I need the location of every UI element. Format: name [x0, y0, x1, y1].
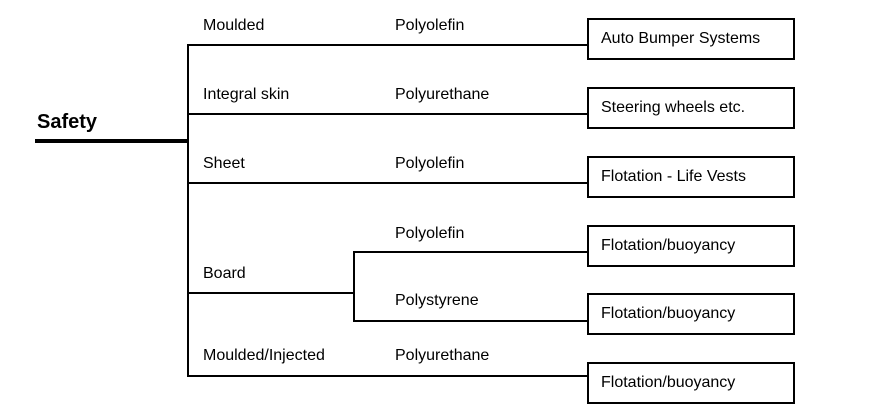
material-label: Polyolefin [395, 225, 465, 242]
application-box: Steering wheels etc. [587, 87, 795, 129]
material-label: Polyurethane [395, 86, 490, 103]
root-label-safety: Safety [37, 111, 98, 133]
application-label: Flotation - Life Vests [601, 168, 746, 185]
application-box: Flotation - Life Vests [587, 156, 795, 198]
application-box: Flotation/buoyancy [587, 225, 795, 267]
application-label: Flotation/buoyancy [601, 237, 736, 254]
application-box: Auto Bumper Systems [587, 18, 795, 60]
application-box: Flotation/buoyancy [587, 293, 795, 335]
material-label: Polyolefin [395, 17, 465, 34]
form-label-sheet: Sheet [203, 155, 245, 172]
material-label: Polystyrene [395, 292, 479, 309]
application-box: Flotation/buoyancy [587, 362, 795, 404]
material-label: Polyolefin [395, 155, 465, 172]
application-label: Steering wheels etc. [601, 99, 746, 116]
application-label: Auto Bumper Systems [601, 30, 761, 47]
application-label: Flotation/buoyancy [601, 374, 736, 391]
form-label-board: Board [203, 265, 246, 282]
form-label-integral-skin: Integral skin [203, 86, 290, 103]
material-label: Polyurethane [395, 347, 490, 364]
form-label-moulded-injected: Moulded/Injected [203, 347, 325, 364]
form-label-moulded: Moulded [203, 17, 265, 34]
application-label: Flotation/buoyancy [601, 305, 736, 322]
